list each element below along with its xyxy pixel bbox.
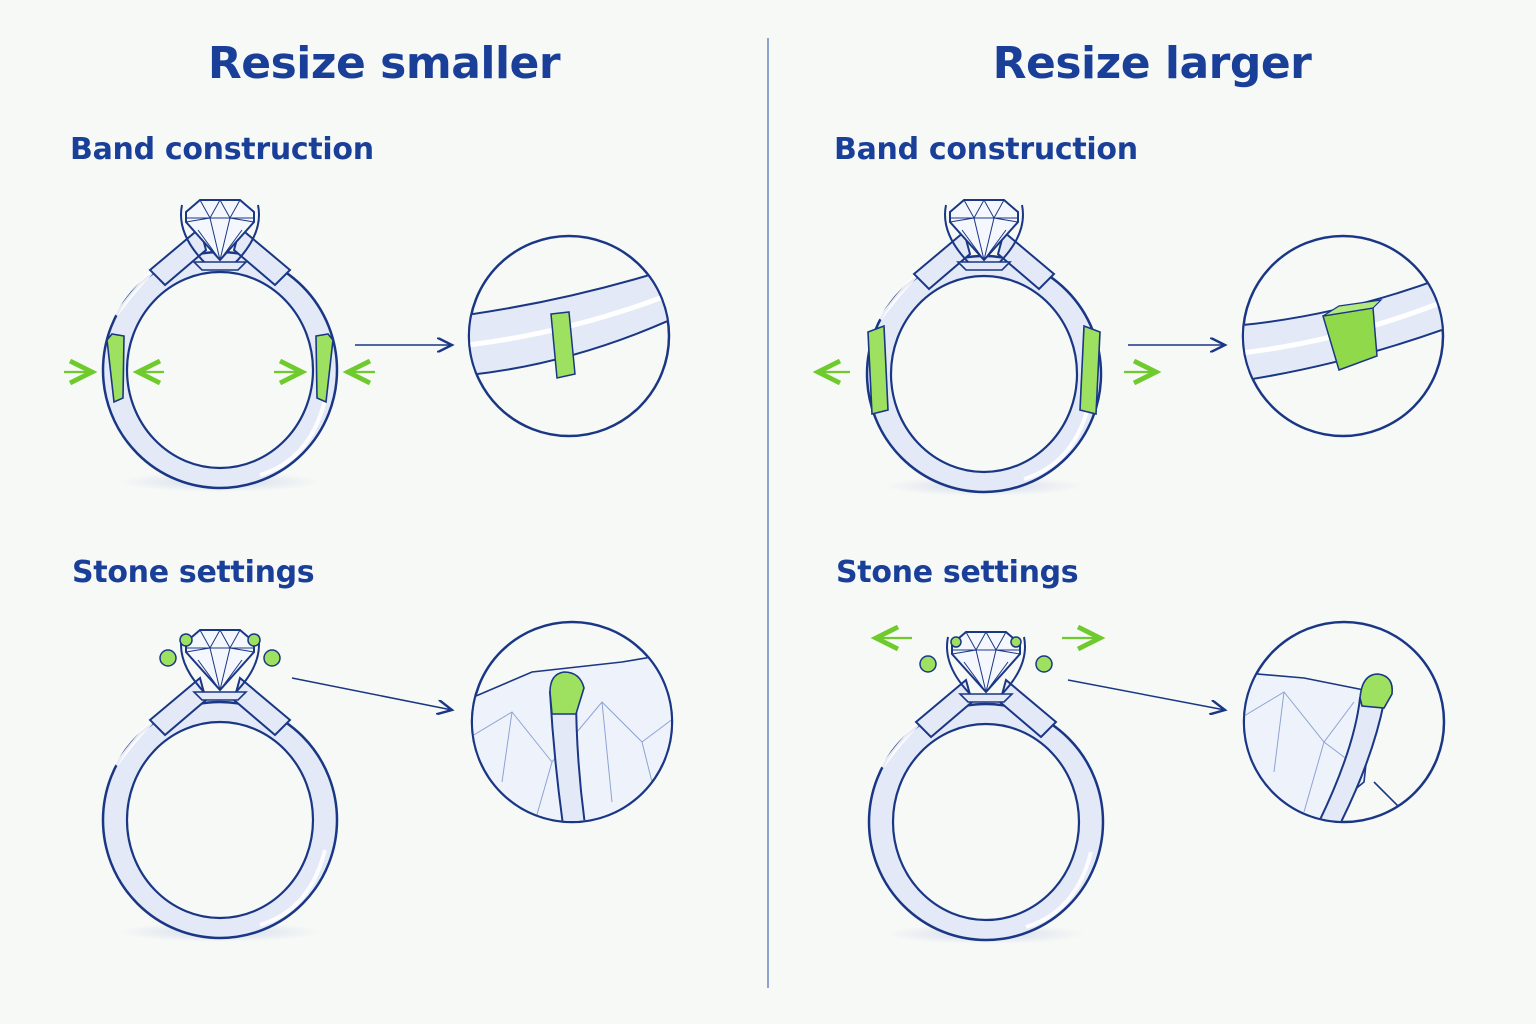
right-stone-pointer: [1067, 679, 1225, 710]
left-band-zoom: [467, 234, 671, 438]
left-stone-ring: [101, 629, 339, 944]
title-resize-smaller: Resize smaller: [207, 38, 561, 89]
left-stone-pointer: [291, 677, 452, 710]
right-stone-zoom: [1242, 620, 1446, 824]
title-resize-larger: Resize larger: [992, 38, 1312, 89]
panel-divider: [767, 38, 769, 988]
left-stone-zoom: [470, 620, 674, 824]
right-stone-ring: [867, 631, 1105, 946]
left-band-construction-label: Band construction: [70, 132, 374, 167]
right-stone-settings-label: Stone settings: [836, 555, 1079, 590]
right-band-construction-label: Band construction: [834, 132, 1138, 167]
right-band-ring: [865, 199, 1103, 498]
right-band-zoom: [1241, 234, 1445, 438]
left-band-ring: [101, 199, 339, 494]
left-stone-settings-label: Stone settings: [72, 555, 315, 590]
